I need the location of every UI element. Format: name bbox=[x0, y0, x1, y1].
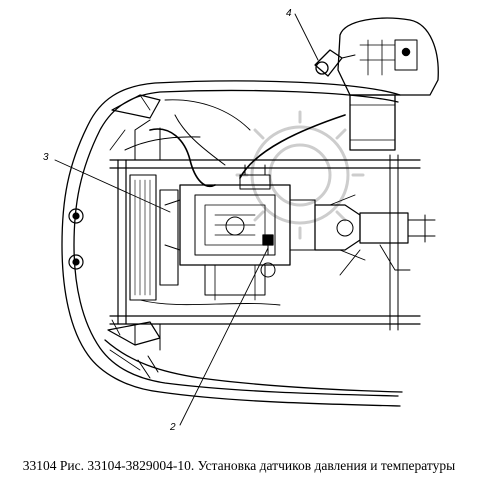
temperature-sensor bbox=[262, 234, 274, 256]
leader-line-3 bbox=[54, 159, 171, 213]
headlamp-lower bbox=[68, 254, 84, 270]
leader-line-4 bbox=[294, 13, 319, 61]
callout-label-4: 4 bbox=[286, 8, 292, 19]
callout-label-3: 3 bbox=[43, 152, 49, 163]
leader-line-2 bbox=[179, 247, 269, 426]
mirror-bracket-bottom bbox=[107, 319, 161, 371]
mirror-bracket-top bbox=[109, 94, 161, 151]
watermark-gear bbox=[235, 110, 365, 240]
pressure-sensor bbox=[314, 49, 356, 77]
transmission bbox=[314, 194, 436, 276]
headlamp-upper bbox=[68, 208, 84, 224]
figure-caption: 33104 Рис. 33104-3829004-10. Установка д… bbox=[22, 458, 456, 473]
radiator bbox=[129, 174, 179, 301]
oil-filter-assembly bbox=[337, 17, 439, 151]
engine-block bbox=[164, 164, 316, 301]
wiring-harness bbox=[139, 99, 346, 306]
body-outline bbox=[61, 80, 403, 407]
callout-label-2: 2 bbox=[169, 422, 176, 433]
